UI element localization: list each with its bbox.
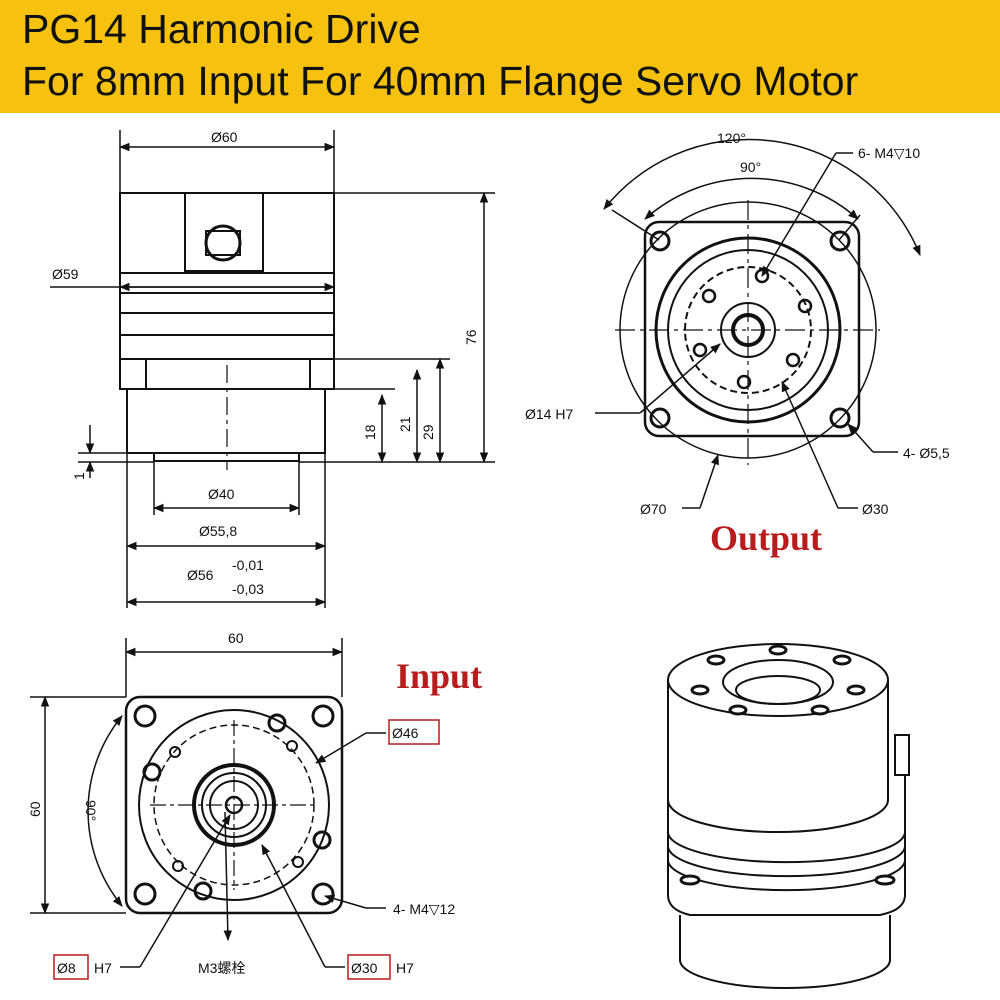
label-output-bore: Ø14 H7 [525,406,573,422]
dim-bore-8: Ø8 [57,960,76,976]
tapped-hole-3 [785,352,801,368]
input-corner-hole-tl [133,704,157,728]
input-small-hole-1 [169,746,181,758]
output-square-flange [643,220,861,438]
dim-diameter-60: Ø60 [211,129,238,145]
input-small-hole-4 [292,856,304,868]
side-dimensions [50,130,495,608]
input-dimensions [30,638,386,968]
dim-length-76: 76 [463,329,479,345]
input-label: Input [396,656,482,696]
label-m3-screw: M3螺栓 [198,960,245,976]
dim-angle-90-input: 90° [83,800,99,821]
title-line-1: PG14 Harmonic Drive [22,6,421,52]
dim-length-1: 1 [71,472,87,480]
output-dimensions [595,138,921,509]
dim-diameter-46: Ø46 [392,725,419,741]
housing-band-3 [119,312,335,336]
input-mount-hole-1 [267,713,287,733]
output-view [615,200,880,465]
input-small-hole-3 [172,860,184,872]
corner-hole-br [829,407,851,429]
housing-band-1 [119,272,335,294]
dim-diameter-30-output: Ø30 [862,501,889,517]
tapped-hole-2 [797,298,813,314]
tapped-hole-4 [736,374,752,390]
iso-bottom-pilot [679,915,891,989]
input-corner-hole-tr [311,704,335,728]
iso-side-boss [894,734,910,776]
housing-band-2 [119,292,335,314]
input-mount-hole-4 [193,881,213,901]
dim-length-21: 21 [397,416,413,432]
d30-box [347,954,391,980]
dim-diameter-30-input: Ø30 [351,960,378,976]
dim-diameter-70: Ø70 [640,501,667,517]
input-view [124,695,344,915]
dim-diameter-40: Ø40 [208,486,235,502]
title-banner: PG14 Harmonic Drive For 8mm Input For 40… [0,0,1000,113]
isometric-view [667,643,910,989]
dim-angle-90-output: 90° [740,159,761,175]
side-port-square [205,230,241,256]
dim-diameter-56: Ø56 [187,567,214,583]
iso-top-bore-inner [735,675,821,705]
d8-box [53,954,89,980]
tapped-hole-6 [701,288,717,304]
input-square-flange [124,695,344,915]
dim-length-18: 18 [362,424,378,440]
dim-angle-120: 120° [717,130,746,146]
tapped-hole-5 [692,342,708,358]
dim-diameter-59: Ø59 [52,266,79,282]
dim-diameter-55-8: Ø55,8 [199,523,237,539]
corner-hole-bl [649,407,671,429]
title-line-2: For 8mm Input For 40mm Flange Servo Moto… [22,58,859,104]
input-mount-hole-3 [312,830,332,850]
d46-box [388,719,440,745]
input-corner-hole-br [311,882,335,906]
label-corner-holes: 4- Ø5,5 [903,445,950,461]
dim-width-60-input: 60 [228,630,244,646]
dim-diameter-30-fit: H7 [396,960,414,976]
housing-band-4 [119,334,335,360]
dim-length-29: 29 [420,424,436,440]
output-body [126,388,326,454]
corner-hole-tl [649,230,671,252]
iso-body-upper [667,680,889,833]
side-view [119,192,335,470]
output-label: Output [710,518,822,558]
input-small-hole-2 [286,740,298,752]
input-ring-outer [138,709,330,901]
iso-top-bore [722,659,834,705]
side-port-boss [184,192,264,272]
label-threaded-holes-input: 4- M4▽12 [393,901,455,917]
dim-bore-8-fit: H7 [94,960,112,976]
label-threaded-holes-output: 6- M4▽10 [858,145,920,161]
input-corner-hole-bl [133,882,157,906]
dim-height-60-input: 60 [27,801,43,817]
dim-tolerance-lower: -0,03 [232,581,264,597]
dim-tolerance-upper: -0,01 [232,557,264,573]
input-mount-hole-2 [142,762,162,782]
